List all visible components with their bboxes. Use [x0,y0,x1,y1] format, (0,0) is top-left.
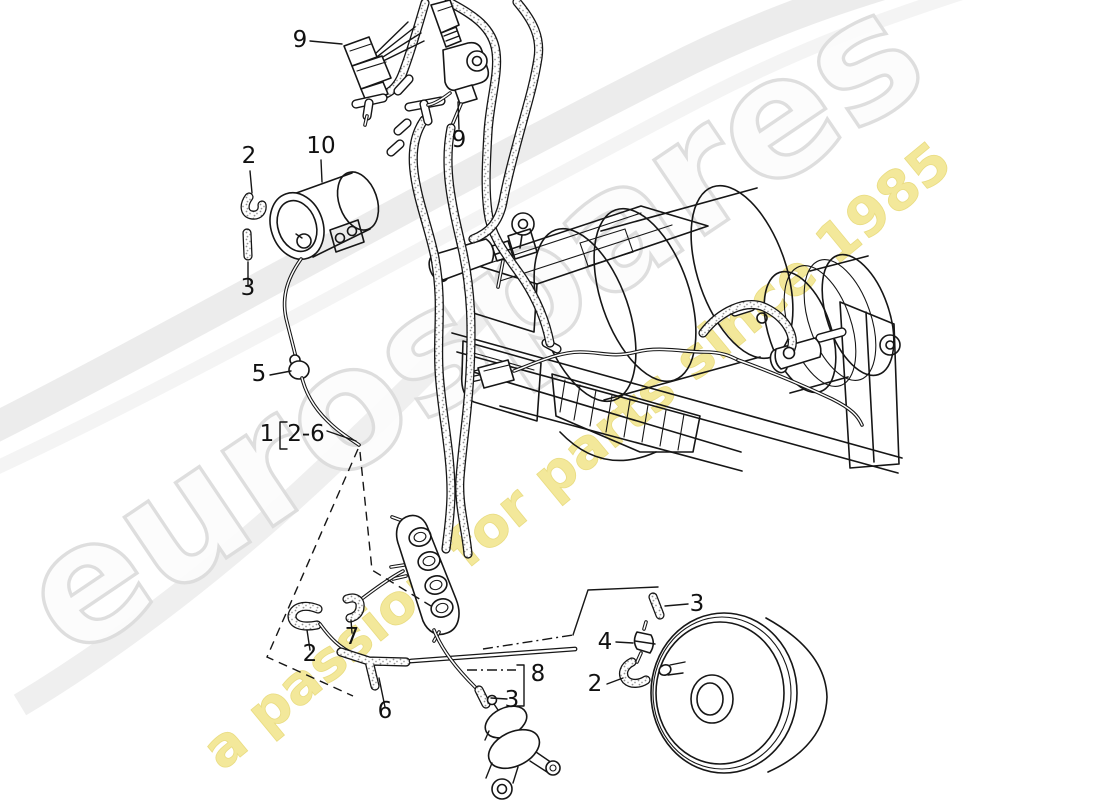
callout-5-grommet: 5 [252,361,267,387]
lower-tray [551,373,701,453]
watermark-swoosh [0,0,964,474]
brake-booster [650,612,828,774]
callout-9-valve: 9 [452,127,467,153]
elbow-hose-7 [342,593,365,623]
reservoir-vacuum-line [282,257,361,447]
callout-7-elbow: 7 [345,624,360,650]
vacuum-valve-bottom [484,694,561,800]
callout-3-booster-hose: 3 [690,591,705,617]
vacuum-reservoir [269,171,380,261]
callout-2-elbow: 2 [303,641,318,667]
group-bracket-1 [279,421,288,450]
vacuum-hoses [378,0,797,559]
callout-labels: 9 9 2 10 3 5 1 2-6 7 2 6 8 3 3 4 2 [241,27,705,724]
heater-assembly [428,184,903,474]
callout-3-reservoir: 3 [241,275,256,301]
callout-6-y-connector: 6 [378,698,393,724]
watermark-swoosh [13,307,489,716]
straight-hose-booster [648,592,665,620]
y-connector-hose [336,647,411,691]
wiring-harness [512,347,864,427]
hanger-loop [511,212,535,236]
callout-1-group: 1 [260,421,275,447]
check-valve [633,620,656,664]
hose-to-regulator [432,628,478,690]
long-vacuum-pipe [408,646,578,664]
callout-3-hose: 3 [505,687,520,713]
solenoid-valve-left [343,21,425,127]
elbow-hose-lower-left [287,601,323,631]
hose-connectors-top [386,74,446,157]
blower-motor [763,253,895,394]
callout-4-check-valve: 4 [598,629,613,655]
callout-2-booster-elbow: 2 [588,671,603,697]
solenoid-valve-right [426,0,490,125]
vacuum-control-plate [389,514,460,643]
elbow-hose-booster [618,657,651,688]
group-bracket-8 [516,664,525,707]
base-tray-edges [451,332,903,474]
right-mount-frame [815,301,901,469]
straight-hose-reservoir [242,228,253,261]
callout-leaders [247,40,689,708]
lower-duct [559,431,657,462]
elbow-hose-reservoir [240,192,267,220]
grommet [288,360,310,380]
straight-hose-regulator [474,685,491,709]
callout-2-6-group: 2-6 [287,421,325,447]
watermark-swoosh [0,0,885,442]
callout-2-reservoir: 2 [242,143,257,169]
callout-8-group: 8 [531,661,546,687]
callout-9-top: 9 [293,27,308,53]
callout-10-reservoir: 10 [306,133,335,159]
